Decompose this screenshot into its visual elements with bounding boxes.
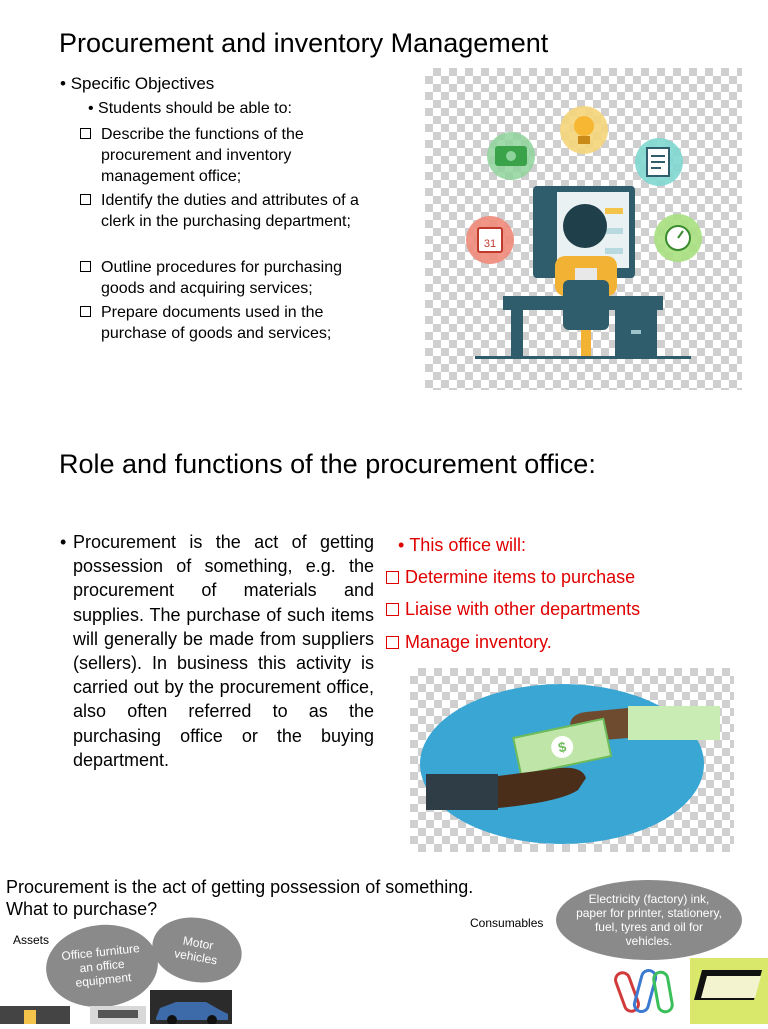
- checkbox-icon: [386, 636, 399, 649]
- procurement-paragraph: • Procurement is the act of getting poss…: [60, 530, 374, 772]
- checkbox-icon: [80, 194, 91, 205]
- office-function-item: Determine items to purchase: [386, 567, 635, 588]
- office-worker-icon: 31: [466, 106, 702, 359]
- motor-bubble-text: Motor vehicles: [173, 933, 219, 968]
- checkbox-icon: [386, 571, 399, 584]
- printer-icon: [90, 1006, 146, 1024]
- objectives-heading-text: Specific Objectives: [70, 74, 215, 93]
- objectives-heading: • Specific Objectives: [60, 74, 215, 93]
- office-will-text: This office will:: [409, 535, 527, 555]
- assets-label: Assets: [13, 933, 50, 947]
- office-function-item: Manage inventory.: [386, 632, 552, 653]
- consumables-bubble: Electricity (factory) ink, paper for pri…: [556, 880, 742, 960]
- paperclip-icon: [614, 968, 674, 1014]
- dollar-sign: $: [557, 738, 568, 755]
- office-function-text: Determine items to purchase: [405, 567, 636, 587]
- slide3-heading-line2: What to purchase?: [6, 899, 158, 919]
- car-picture: [150, 990, 232, 1025]
- procurement-paragraph-text: Procurement is the act of getting posses…: [73, 532, 374, 770]
- paperclips-picture: [614, 962, 684, 1018]
- office-function-text: Manage inventory.: [405, 632, 552, 652]
- objective-text: Prepare documents used in the purchase o…: [101, 304, 332, 342]
- consumables-bubble-text: Electricity (factory) ink, paper for pri…: [576, 892, 722, 948]
- money-handover-illustration: $: [410, 668, 734, 852]
- slide3-heading-line1: Procurement is the act of getting posses…: [6, 877, 474, 897]
- slide3-heading: Procurement is the act of getting posses…: [6, 876, 473, 920]
- slide1-title: Procurement and inventory Management: [59, 28, 549, 58]
- office-function-item: Liaise with other departments: [386, 599, 640, 620]
- money-exchange-icon: $: [420, 684, 720, 844]
- objectives-subheading: • Students should be able to:: [88, 100, 292, 117]
- office-function-text: Liaise with other departments: [405, 599, 641, 619]
- car-icon: [156, 1002, 228, 1025]
- consumables-label: Consumables: [470, 916, 544, 930]
- objective-text: Describe the functions of the procuremen…: [101, 126, 304, 185]
- objective-text: Identify the duties and attributes of a …: [101, 192, 359, 230]
- furniture-bubble-text: Office furniture an office equipment: [60, 941, 141, 990]
- objective-text: Outline procedures for purchasing goods …: [101, 259, 343, 297]
- calendar-day: 31: [484, 238, 496, 250]
- paper-stack-picture: [690, 958, 768, 1024]
- equipment-picture: [0, 1006, 70, 1024]
- objectives-subheading-text: Students should be able to:: [98, 100, 292, 117]
- motor-bubble: Motor vehicles: [147, 910, 247, 990]
- objective-item: Prepare documents used in the purchase o…: [80, 302, 370, 344]
- checkbox-icon: [80, 128, 91, 139]
- objective-item: Identify the duties and attributes of a …: [80, 190, 370, 232]
- slide2-title: Role and functions of the procurement of…: [59, 449, 596, 479]
- office-will-heading: • This office will:: [398, 535, 527, 555]
- objective-item: Outline procedures for purchasing goods …: [80, 257, 370, 299]
- checkbox-icon: [80, 261, 91, 272]
- bullet-dot: •: [60, 532, 67, 552]
- objective-item: Describe the functions of the procuremen…: [80, 124, 370, 187]
- checkbox-icon: [386, 603, 399, 616]
- office-worker-illustration: 31: [425, 68, 742, 390]
- checkbox-icon: [80, 306, 91, 317]
- furniture-bubble: Office furniture an office equipment: [42, 919, 162, 1013]
